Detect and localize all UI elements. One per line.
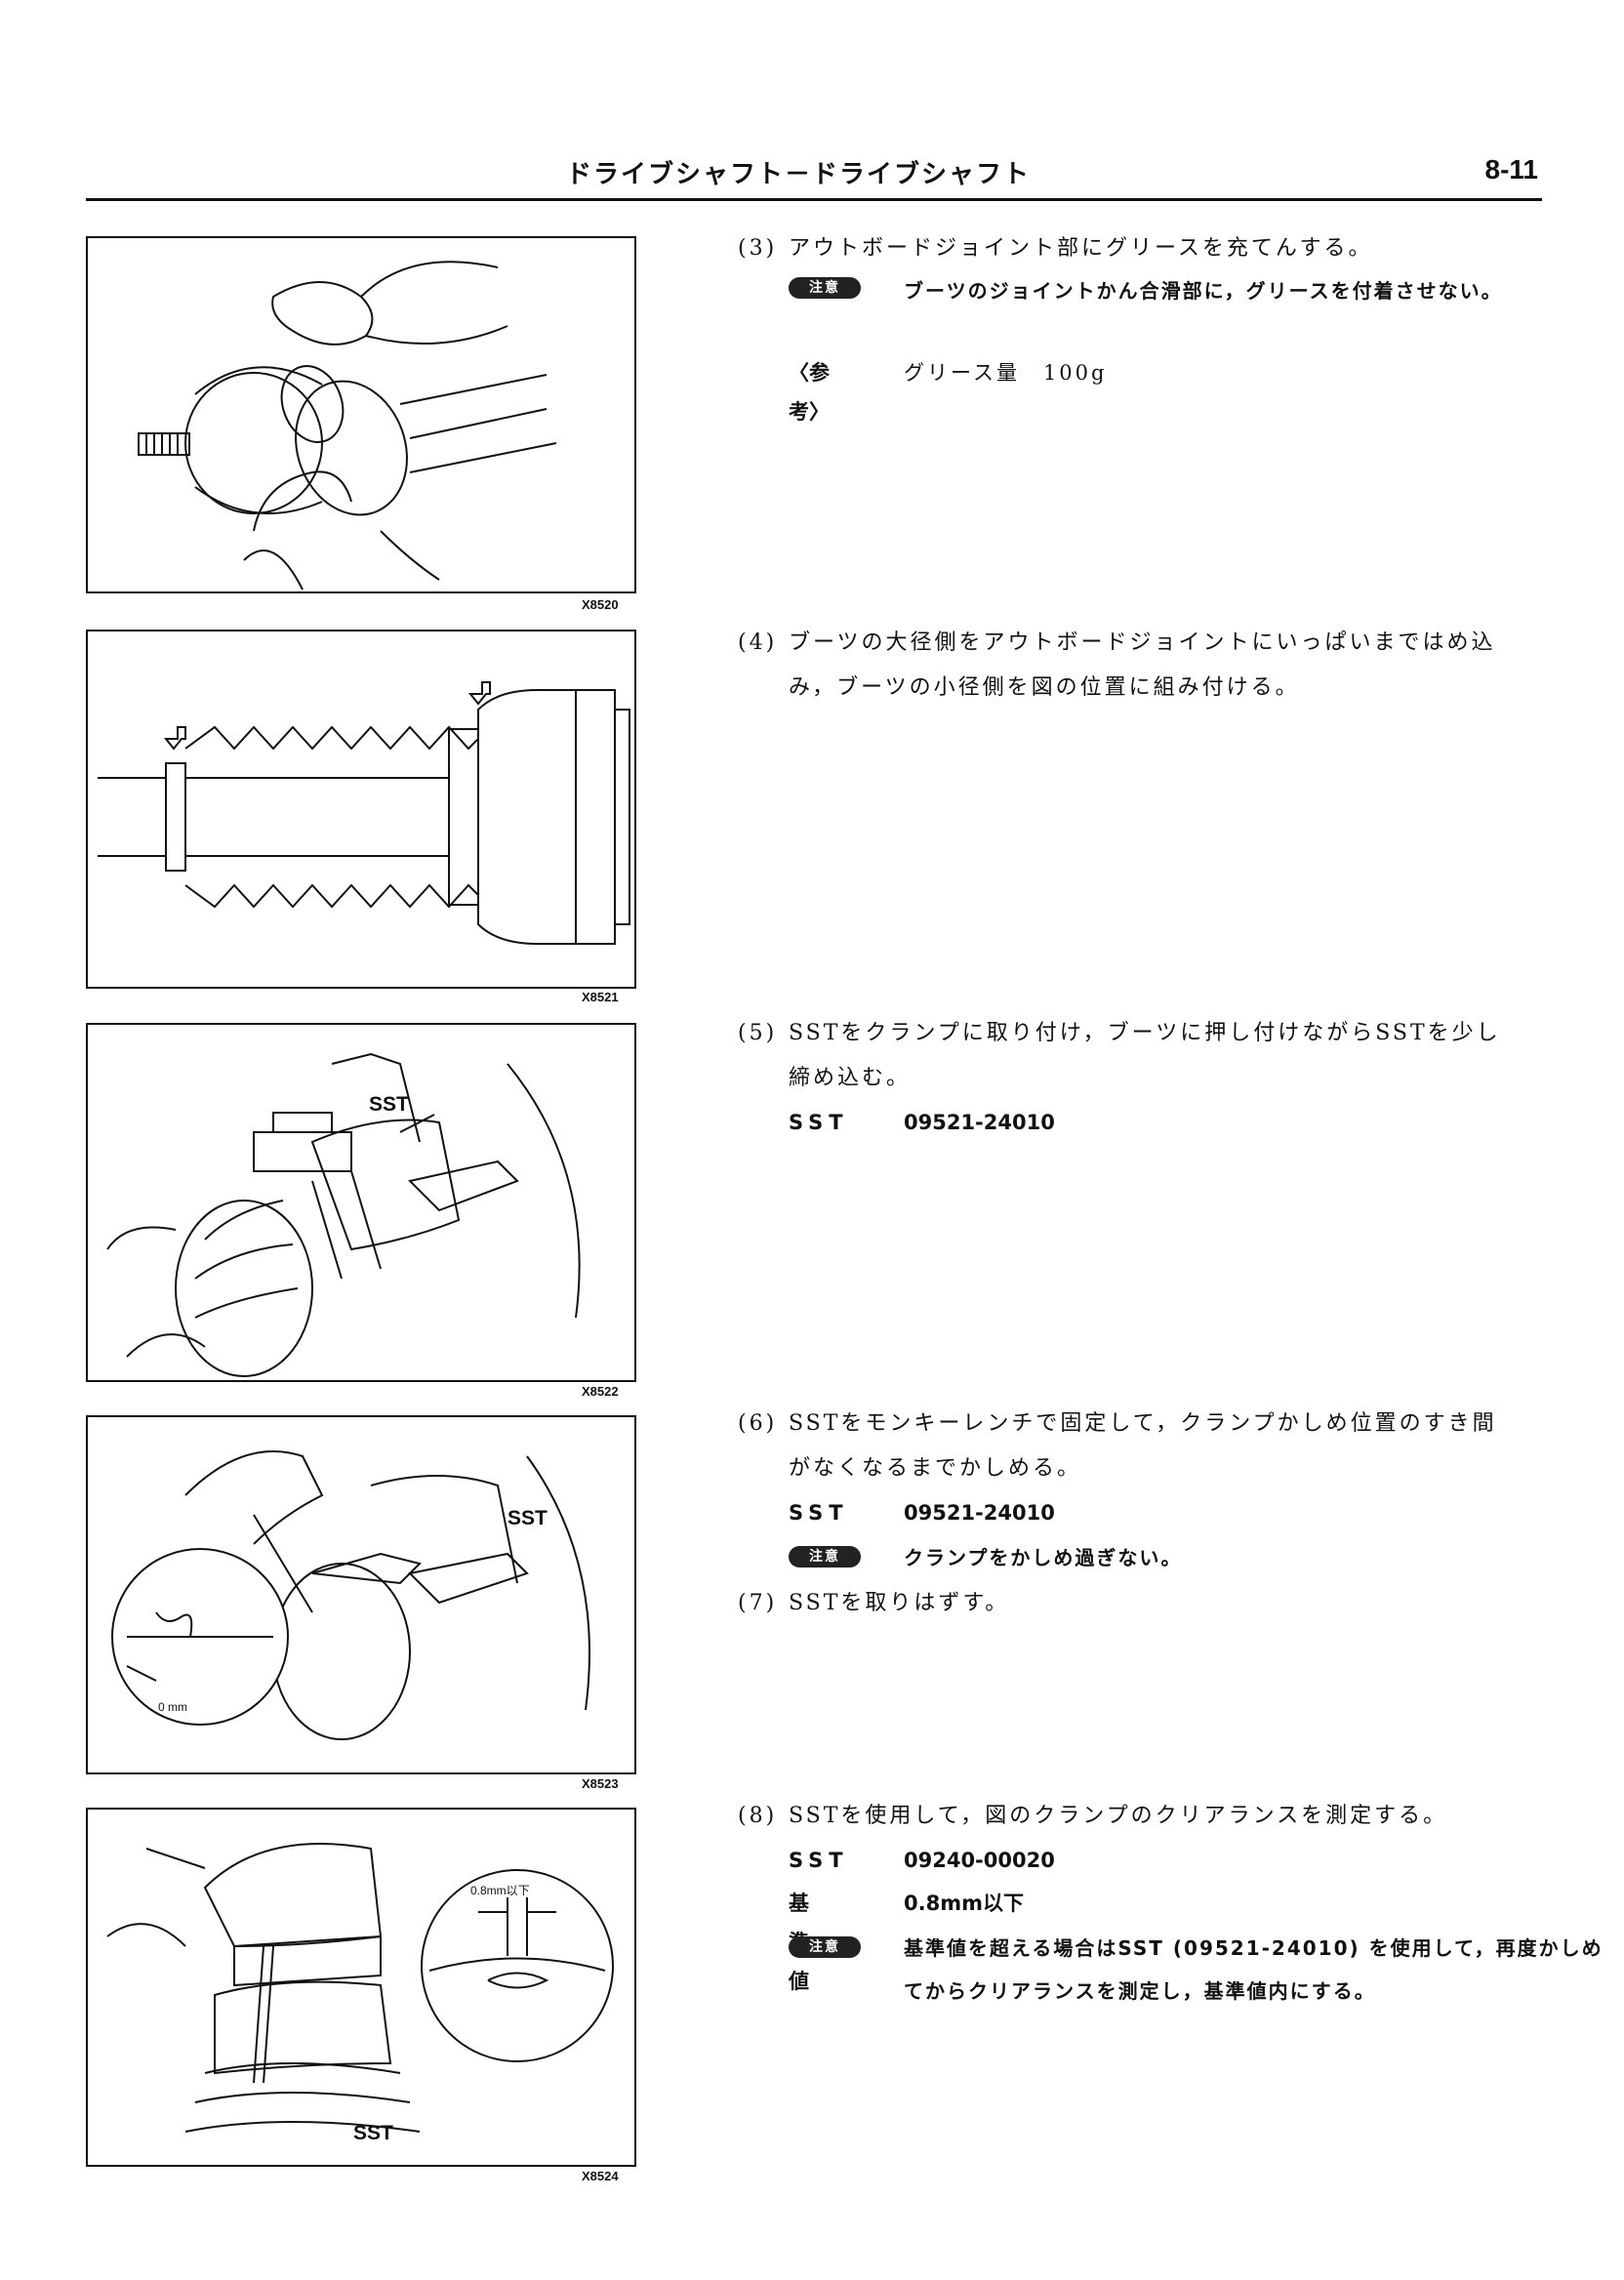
figure-id-x8523: X8523 [582,1776,619,1791]
header-rule [86,198,1542,201]
reference-value: グリース量 100g [904,361,1108,385]
step-number: (7) [738,1591,778,1615]
figure-sst-clamp-illustration [106,1052,581,1377]
figure-clearance-measure: SST 0.8mm以下 [86,1808,636,2167]
step-text: SSTを取りはずす。 [789,1591,1010,1615]
sst-label: SST [789,1849,849,1872]
sst-value: 09521-24010 [904,1111,1055,1134]
figure-label-sst: SST [353,2122,393,2144]
step-text: ブーツの大径側をアウトボードジョイントにいっぱいまではめ込み，ブーツの小径側を図… [789,631,1496,700]
sst-label: SST [789,1501,849,1525]
sst-label: SST [789,1111,849,1134]
figure-id-x8524: X8524 [582,2169,619,2183]
step-number: (4) [738,631,778,655]
caution-text: クランプをかしめ過ぎない。 [904,1546,1183,1569]
figure-id-x8522: X8522 [582,1384,619,1399]
step-6: (6) SSTをモンキーレンチで固定して，クランプかしめ位置のすき間がなくなるま… [738,1402,1499,1491]
figure-grease-packing [86,236,636,593]
caution-badge: 注意 [789,1546,861,1568]
figure-id-x8521: X8521 [582,990,619,1004]
standard-value: 0.8mm以下 [904,1892,1024,1915]
caution-badge: 注意 [789,1936,861,1958]
figure-boot-position [86,630,636,989]
reference-label: 〈参考〉 [789,360,830,424]
figure-clearance-measure-illustration [106,1843,614,2133]
sst-value: 09240-00020 [904,1849,1055,1872]
step-4: (4) ブーツの大径側をアウトボードジョイントにいっぱいまではめ込み，ブーツの小… [738,621,1499,711]
step-number: (8) [738,1804,778,1828]
step-text: SSTをモンキーレンチで固定して，クランプかしめ位置のすき間がなくなるまでかしめ… [789,1411,1497,1481]
figure-id-x8520: X8520 [582,597,619,612]
figure-label-sst: SST [508,1507,548,1529]
page-number: 8-11 [1484,154,1539,184]
sst-value: 09521-24010 [904,1501,1055,1525]
step-text: SSTをクランプに取り付け，ブーツに押し付けながらSSTを少し締め込む。 [789,1021,1501,1090]
figure-label-sst: SST [369,1093,409,1116]
caution-text: ブーツのジョイントかん合滑部に，グリースを付着させない。 [904,279,1503,303]
page-header-title: ドライブシャフト－ドライブシャフト [566,160,1032,189]
figure-crimp-clamp-illustration [111,1450,590,1740]
step-text: SSTを使用して，図のクランプのクリアランスを測定する。 [789,1804,1448,1828]
inset-label-clearance: 0.8mm以下 [470,1884,530,1897]
figure-grease-packing-illustration [138,261,557,590]
step-number: (3) [738,236,778,261]
step-text: アウトボードジョイント部にグリースを充てんする。 [789,236,1373,261]
figure-sst-clamp: SST [86,1023,636,1382]
step-5: (5) SSTをクランプに取り付け，ブーツに押し付けながらSSTを少し締め込む。 [738,1011,1499,1101]
caution-text: 基準値を超える場合はSST (09521-24010) を使用して，再度かしめて… [904,1936,1604,2003]
step-number: (6) [738,1411,778,1436]
inset-label-gap: 0 mm [158,1700,187,1714]
caution-badge: 注意 [789,277,861,299]
step-number: (5) [738,1021,778,1045]
figure-boot-position-illustration [98,681,630,945]
figure-crimp-clamp: SST 0 mm [86,1415,636,1774]
